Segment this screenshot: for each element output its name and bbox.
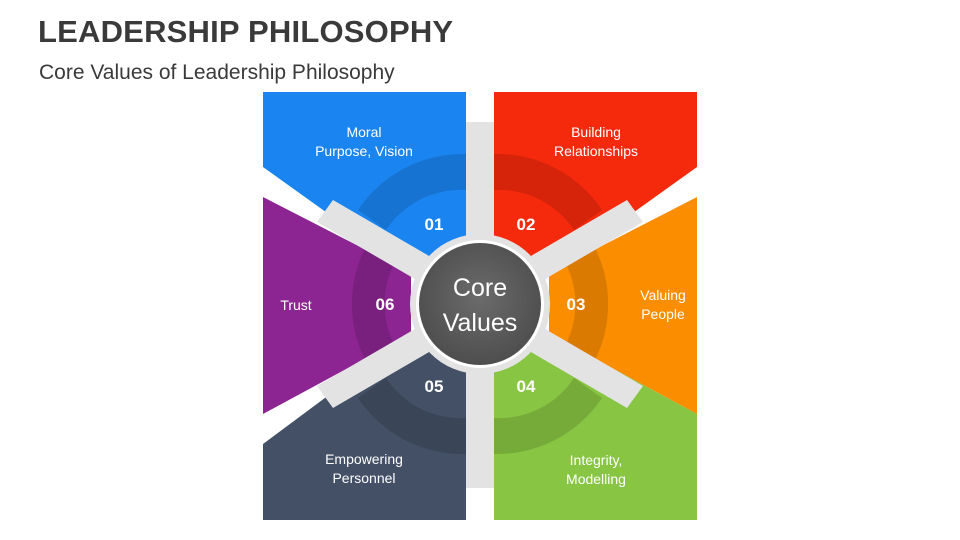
segment-03-number: 03 [567, 295, 586, 314]
segment-05-label-line1: Empowering [325, 451, 403, 467]
separators [317, 122, 643, 488]
page-subtitle: Core Values of Leadership Philosophy [39, 61, 395, 84]
segment-04-number: 04 [517, 377, 536, 396]
segment-02-label-line1: Building [571, 124, 621, 140]
segment-03 [549, 197, 697, 414]
center-hub: Core Values [410, 234, 550, 374]
segment-05-number: 05 [425, 377, 444, 396]
segment-04-label-line1: Integrity, [570, 452, 623, 468]
segment-04-label-line2: Modelling [566, 471, 626, 487]
separator-lower-right [524, 326, 643, 408]
segment-05-ring [358, 378, 466, 455]
segment-03-ring [566, 246, 609, 362]
separator-bottom [466, 358, 494, 488]
segment-02-shape [494, 92, 697, 273]
segment-06-ring [351, 246, 394, 362]
segment-05-shape [263, 334, 466, 520]
separator-top [466, 122, 494, 250]
segment-03-label-line2: People [641, 306, 685, 322]
segment-01 [263, 92, 466, 273]
segment-01-number: 01 [425, 215, 444, 234]
segment-01-label-line2: Purpose, Vision [315, 143, 413, 159]
segment-04-ring [494, 378, 602, 455]
segment-02-label-line2: Relationships [554, 143, 638, 159]
segment-01-label-line1: Moral [346, 124, 381, 140]
separator-upper-right [524, 200, 643, 282]
segment-01-shape [263, 92, 466, 273]
segment-01-ring [358, 153, 466, 230]
segment-05 [263, 334, 466, 520]
separator-upper-left [317, 200, 436, 282]
segment-03-label-line1: Valuing [640, 287, 686, 303]
segment-05-label-line2: Personnel [332, 470, 395, 486]
segment-04-shape [494, 334, 697, 520]
segment-06 [263, 197, 411, 414]
segment-06-number: 06 [376, 295, 395, 314]
center-circle [419, 243, 541, 365]
center-label-line2: Values [443, 309, 518, 337]
segment-06-label-line1: Trust [280, 297, 311, 313]
segment-02 [494, 92, 697, 273]
segment-06-shape [263, 197, 411, 414]
segment-02-ring [494, 153, 602, 230]
segment-03-shape [549, 197, 697, 414]
segment-04 [494, 334, 697, 520]
segment-02-number: 02 [517, 215, 536, 234]
separator-lower-left [317, 326, 436, 408]
center-label-line1: Core [453, 274, 507, 302]
page-title: LEADERSHIP PHILOSOPHY [38, 14, 454, 49]
